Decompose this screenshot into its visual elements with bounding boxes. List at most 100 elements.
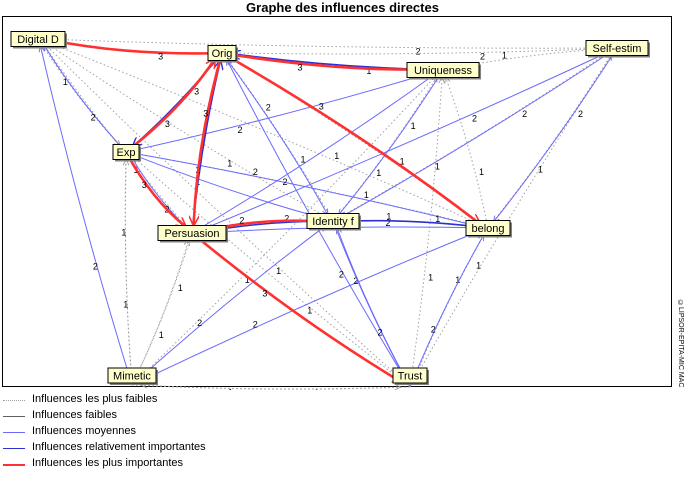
edge-label-exp-to-persuasion: 3 bbox=[142, 180, 147, 190]
edge-uniqueness-to-identity bbox=[339, 69, 444, 215]
node-exp[interactable]: Exp bbox=[112, 144, 141, 162]
edge-label-belong-to-self: 1 bbox=[538, 165, 543, 175]
edge-label-trust-to-identity: 2 bbox=[377, 328, 382, 338]
influence-graph: 2211111111111111111111111112222212222222… bbox=[10, 31, 650, 390]
node-label: Identity f bbox=[312, 216, 355, 228]
edge-label-uniqueness-to-orig: 1 bbox=[366, 66, 371, 76]
edge-belong-to-uniqueness bbox=[446, 78, 489, 229]
node-box bbox=[406, 62, 480, 78]
edge-label-mimetic-to-identity: 2 bbox=[197, 318, 202, 328]
edge-label-belong-to-exp: 1 bbox=[364, 190, 369, 200]
node-box bbox=[157, 225, 227, 241]
node-box bbox=[585, 40, 649, 56]
edge-label-orig-to-belong: 3 bbox=[319, 102, 324, 112]
legend-label: Influences les plus faibles bbox=[32, 393, 158, 405]
edge-label-exp-to-belong: 2 bbox=[253, 167, 258, 177]
legend-label: Influences les plus importantes bbox=[32, 457, 184, 469]
node-digital[interactable]: Digital D bbox=[10, 31, 67, 49]
node-label: Orig bbox=[212, 48, 233, 60]
node-orig[interactable]: Orig bbox=[207, 45, 238, 63]
edge-label-self-to-belong: 2 bbox=[578, 109, 583, 119]
edge-exp-to-orig bbox=[125, 59, 215, 154]
edge-trust-to-mimetic bbox=[142, 385, 411, 390]
node-box bbox=[10, 31, 66, 47]
edge-label-persuasion-to-trust: 3 bbox=[262, 288, 267, 298]
edge-label-mimetic-to-belong: 2 bbox=[253, 319, 258, 329]
legend-label: Influences relativement importantes bbox=[32, 441, 206, 453]
legend-line-weak bbox=[3, 416, 25, 417]
node-belong[interactable]: belong bbox=[465, 220, 512, 238]
edge-persuasion-to-uniqueness bbox=[191, 74, 435, 234]
node-self[interactable]: Self-estim bbox=[585, 40, 650, 58]
edge-mimetic-to-digital bbox=[41, 47, 133, 386]
node-label: Persuasion bbox=[164, 228, 219, 240]
edge-label-uniqueness-to-identity: 1 bbox=[411, 121, 416, 131]
edge-label-self-to-digital: 2 bbox=[415, 47, 420, 57]
edge-exp-to-mimetic bbox=[124, 151, 132, 377]
edge-label-trust-to-self: 1 bbox=[476, 261, 481, 271]
edge-orig-to-persuasion bbox=[194, 52, 224, 225]
node-label: Exp bbox=[117, 147, 136, 159]
edge-orig-to-identity bbox=[221, 52, 327, 214]
edge-trust-to-identity bbox=[337, 228, 411, 388]
edge-label-identity-to-self: 1 bbox=[435, 162, 440, 172]
edge-mimetic-to-trust bbox=[131, 385, 400, 389]
legend-line-weakest bbox=[3, 400, 25, 401]
edge-label-uniqueness-to-self: 1 bbox=[502, 51, 507, 61]
legend-item-most-important: Influences les plus importantes bbox=[0, 456, 300, 472]
edge-label-identity-to-digital: 1 bbox=[227, 159, 232, 169]
edge-label-trust-to-exp: 1 bbox=[307, 306, 312, 316]
edge-label-identity-to-uniqueness: 1 bbox=[376, 168, 381, 178]
copyright-text: ©LIPSOR-EPITA-MIC MAC bbox=[677, 300, 684, 388]
edge-trust-to-self bbox=[409, 55, 612, 388]
legend-line-most-important bbox=[3, 464, 25, 466]
node-mimetic[interactable]: Mimetic bbox=[107, 367, 158, 385]
edge-label-persuasion-to-identity: 2 bbox=[239, 215, 244, 225]
legend-item-weak: Influences faibles bbox=[0, 408, 300, 424]
edge-exp-to-uniqueness bbox=[125, 72, 433, 153]
edge-label-mimetic-to-persuasion: 1 bbox=[159, 330, 164, 340]
edge-label-trust-to-uniqueness: 1 bbox=[428, 273, 433, 283]
node-label: Digital D bbox=[17, 34, 59, 46]
edge-label-exp-to-mimetic: 1 bbox=[121, 228, 126, 238]
node-persuasion[interactable]: Persuasion bbox=[157, 225, 228, 243]
edge-self-to-persuasion bbox=[201, 47, 618, 230]
node-identity[interactable]: Identity f bbox=[306, 213, 361, 231]
node-box bbox=[306, 213, 360, 229]
edge-label-exp-to-digital: 2 bbox=[91, 112, 96, 122]
legend: Influences les plus faibles Influences f… bbox=[0, 392, 300, 472]
edge-label-orig-to-uniqueness: 3 bbox=[297, 62, 302, 72]
edge-label-self-to-persuasion: 2 bbox=[472, 114, 477, 124]
edge-label-mimetic-to-uniqueness: 1 bbox=[245, 275, 250, 285]
edge-identity-to-uniqueness bbox=[332, 76, 437, 222]
edge-uniqueness-to-self bbox=[442, 49, 607, 71]
node-uniqueness[interactable]: Uniqueness bbox=[406, 62, 481, 80]
edge-mimetic-to-uniqueness bbox=[131, 76, 436, 386]
legend-item-relatively-important: Influences relativement importantes bbox=[0, 440, 300, 456]
edge-mimetic-to-identity bbox=[131, 226, 325, 386]
node-label: Uniqueness bbox=[414, 65, 473, 77]
edge-label-belong-to-persuasion: 2 bbox=[386, 218, 391, 228]
node-box bbox=[112, 144, 140, 160]
node-label: Trust bbox=[398, 371, 423, 383]
edge-trust-to-uniqueness bbox=[409, 78, 442, 388]
legend-item-weakest: Influences les plus faibles bbox=[0, 392, 300, 408]
edge-belong-to-trust bbox=[414, 227, 489, 380]
edge-label-persuasion-to-uniqueness: 2 bbox=[282, 177, 287, 187]
edge-self-to-identity bbox=[342, 47, 618, 217]
node-box bbox=[107, 367, 157, 384]
edge-trust-to-digital bbox=[45, 44, 411, 388]
node-box bbox=[465, 220, 511, 236]
page-title: Graphe des influences directes bbox=[246, 0, 439, 15]
edge-label-digital-to-exp: 1 bbox=[63, 77, 68, 87]
edge-trust-to-exp bbox=[134, 157, 411, 388]
edge-label-trust-to-orig: 2 bbox=[339, 269, 344, 279]
edge-label-exp-to-uniqueness: 2 bbox=[237, 125, 242, 135]
edge-label-identity-to-belong: 1 bbox=[386, 212, 391, 222]
edge-label-identity-to-trust: 2 bbox=[353, 276, 358, 286]
legend-item-moderate: Influences moyennes bbox=[0, 424, 300, 440]
edge-self-to-orig bbox=[232, 47, 618, 54]
node-trust[interactable]: Trust bbox=[392, 367, 429, 385]
edge-label-persuasion-to-mimetic: 1 bbox=[178, 283, 183, 293]
edge-exp-to-identity bbox=[125, 151, 324, 218]
